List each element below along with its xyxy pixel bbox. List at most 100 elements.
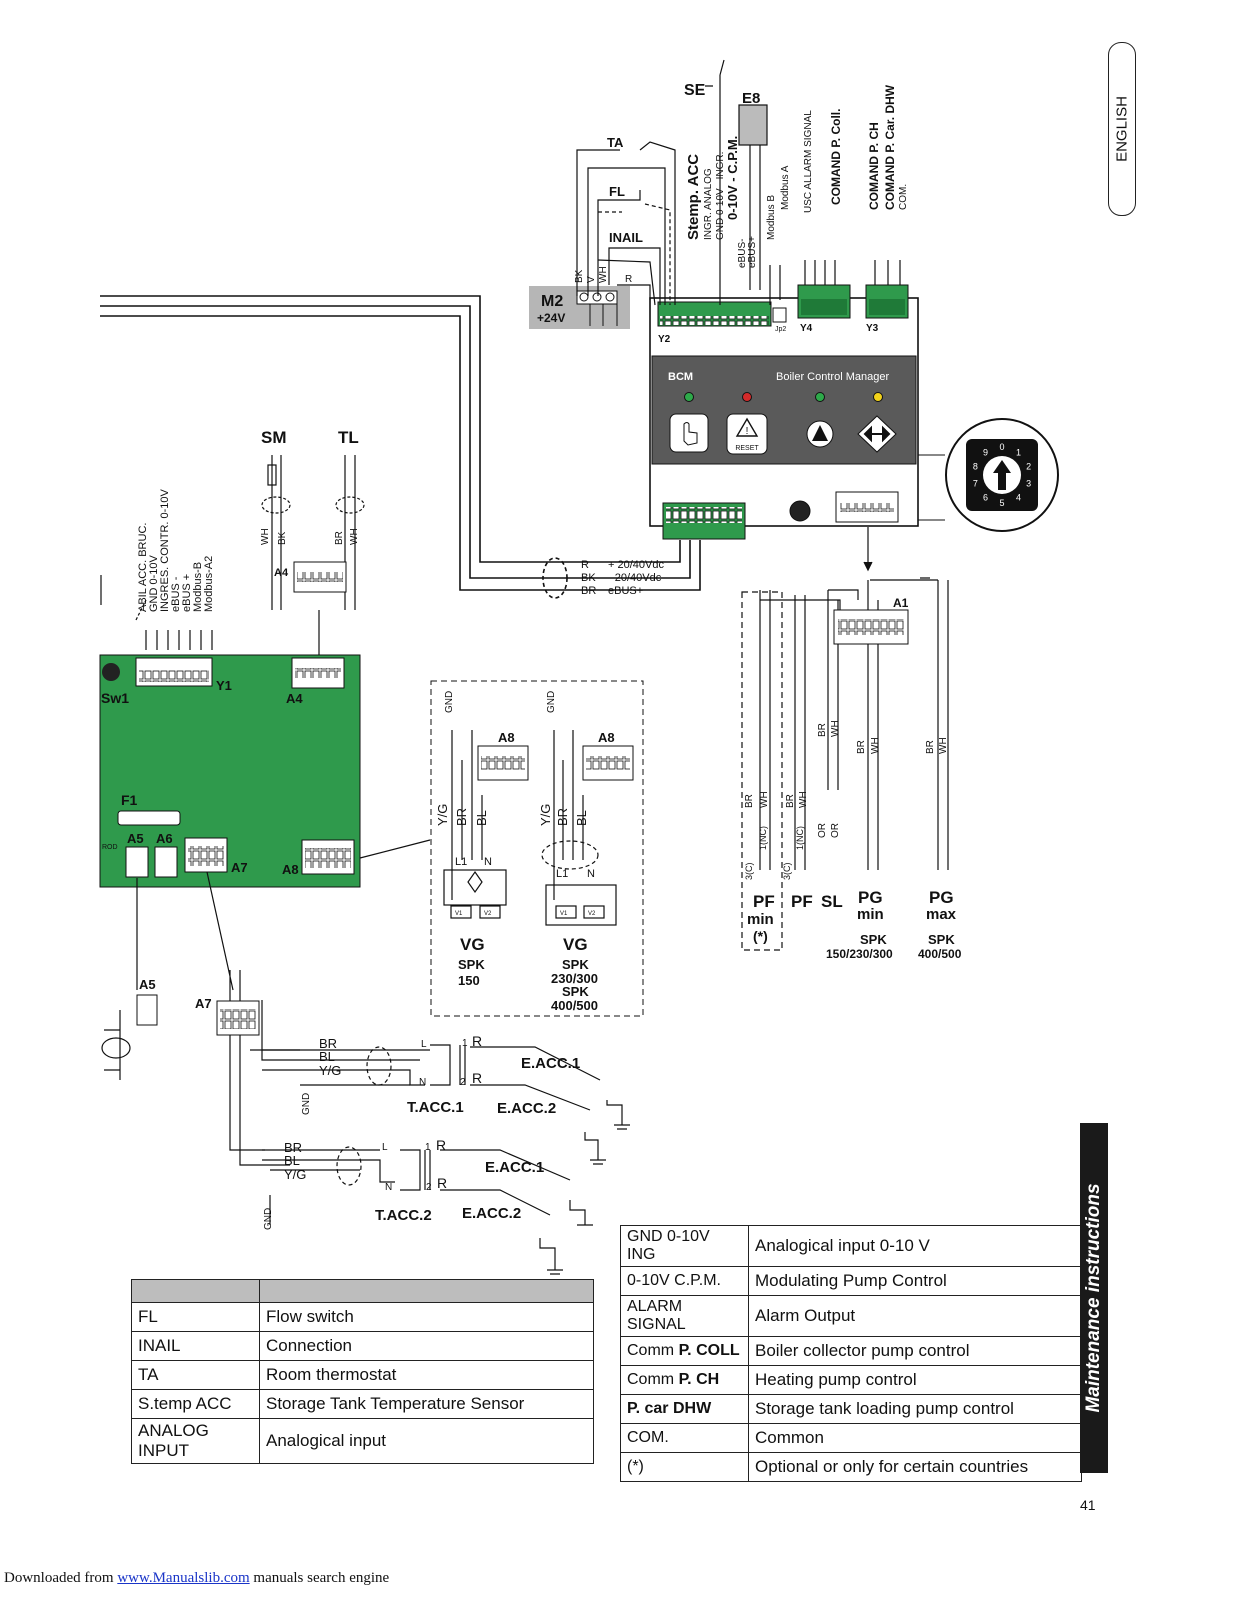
- a5-label: A5: [127, 831, 144, 846]
- vg1-label: VG: [460, 935, 485, 954]
- bcm-subtitle: Boiler Control Manager: [776, 371, 889, 383]
- footer: Downloaded from www.Manualslib.com manua…: [4, 1570, 389, 1587]
- inail-label: INAIL: [609, 230, 643, 245]
- a8-label: A8: [282, 862, 299, 877]
- svg-text:BR: BR: [555, 808, 570, 826]
- legend-code: INAIL: [131, 1331, 260, 1361]
- rotary-digit: 6: [983, 493, 988, 503]
- svg-text:R: R: [472, 1070, 482, 1086]
- a5-connector-lower: [136, 994, 158, 1026]
- svg-text:Y/G: Y/G: [538, 804, 553, 826]
- legend-description: Analogical input 0-10 V: [748, 1225, 1082, 1267]
- pg-max-spk: 400/500: [918, 947, 962, 961]
- ebus-plus-label: eBUS+: [747, 236, 758, 268]
- pg-min-spk: 150/230/300: [826, 947, 893, 961]
- pressure-switch-wiring: [741, 527, 949, 951]
- fl-label: FL: [609, 184, 625, 199]
- legend-code: S.temp ACC: [131, 1389, 260, 1419]
- m2-label: M2: [541, 293, 563, 310]
- legend-description: Analogical input: [259, 1418, 594, 1464]
- svg-text:BL: BL: [574, 810, 589, 826]
- svg-text:ROD: ROD: [102, 844, 118, 851]
- header-cell: [259, 1279, 594, 1303]
- m2-terminal: M2 +24V: [529, 286, 630, 329]
- svg-text:V1: V1: [455, 911, 463, 917]
- legend-description: Boiler collector pump control: [748, 1336, 1082, 1366]
- table-row: 0-10V C.P.M. Modulating Pump Control: [620, 1266, 1082, 1296]
- reset-button[interactable]: ! RESET: [726, 413, 768, 455]
- table-row: COM.Common: [620, 1423, 1082, 1453]
- vg2-size-2: 400/500: [551, 998, 598, 1013]
- legend-code-prefix: GND 0-10V ING: [627, 1228, 710, 1263]
- wire-r: R: [625, 274, 632, 285]
- legend-code: Comm P. COLL: [620, 1336, 749, 1366]
- wire-wh: WH: [598, 266, 609, 283]
- legend-description: Heating pump control: [748, 1365, 1082, 1395]
- legend-description: Common: [748, 1423, 1082, 1453]
- svg-text:BR: BR: [744, 794, 755, 808]
- legend-code-prefix: 0-10V C.P.M.: [627, 1272, 721, 1289]
- svg-text:BR: BR: [785, 794, 796, 808]
- rotary-digit: 8: [973, 461, 978, 471]
- comm-led-yellow: [873, 392, 883, 402]
- svg-text:N: N: [484, 856, 492, 868]
- svg-text:1(NC): 1(NC): [758, 826, 768, 850]
- bus-bk-label: BK: [581, 572, 596, 584]
- hand-button[interactable]: [669, 413, 709, 453]
- ingres-label: INGRES. CONTR. 0-10V: [159, 488, 171, 612]
- legend-description: Optional or only for certain countries: [748, 1452, 1082, 1482]
- rotary-digit: 4: [1016, 493, 1021, 503]
- svg-text:SPK: SPK: [928, 932, 955, 947]
- bcm-rotary-switch[interactable]: [789, 500, 811, 522]
- tl-label: TL: [338, 428, 359, 447]
- legend-description: Modulating Pump Control: [748, 1266, 1082, 1296]
- ignition-wiring: [101, 871, 630, 1275]
- gas-valve-box: [430, 680, 644, 1017]
- pump-led-green: [815, 392, 825, 402]
- se-label: SE: [684, 82, 706, 99]
- legend-code: Comm P. CH: [620, 1365, 749, 1395]
- svg-text:OR: OR: [817, 823, 828, 838]
- svg-text:A8: A8: [498, 730, 515, 745]
- legend-code-bold: P. car DHW: [627, 1400, 712, 1417]
- main-pcb: Sw1 Y1 A4 F1 A5 A6 ROD A7 A8: [99, 654, 361, 888]
- legend-code: 0-10V C.P.M.: [620, 1266, 749, 1296]
- language-tab[interactable]: ENGLISH: [1108, 42, 1136, 216]
- eacc2-label-a: E.ACC.2: [497, 1100, 556, 1117]
- bcm-controller: BCM Boiler Control Manager ! RESET Y2 Jp: [649, 284, 919, 540]
- pump-icon: [806, 420, 834, 448]
- legend-code-prefix: ALARM SIGNAL: [627, 1298, 686, 1333]
- gnd010-label: GND 0-10V: [148, 554, 160, 612]
- ebus-p-label: eBUS +: [181, 574, 193, 612]
- svg-text:min: min: [857, 906, 884, 923]
- rotary-digit: 3: [1026, 479, 1031, 489]
- svg-text:BR: BR: [925, 740, 936, 754]
- legend-code: P. car DHW: [620, 1394, 749, 1424]
- svg-text:GND: GND: [301, 1093, 312, 1115]
- main-bus-wires: [100, 295, 701, 599]
- eacc1-label-b: E.ACC.1: [485, 1159, 544, 1176]
- e8-label: E8: [742, 90, 760, 107]
- svg-text:max: max: [926, 906, 957, 923]
- section-title: Maintenance instructions: [1083, 1183, 1104, 1413]
- svg-text:OR: OR: [830, 823, 841, 838]
- a4-label: A4: [286, 691, 303, 706]
- legend-description: Alarm Output: [748, 1295, 1082, 1337]
- svg-text:SPK: SPK: [860, 932, 887, 947]
- svg-text:BK: BK: [277, 531, 288, 545]
- svg-text:WH: WH: [870, 737, 881, 754]
- svg-text:!: !: [746, 426, 749, 437]
- svg-text:3(C): 3(C): [744, 862, 754, 880]
- sm-tl-wiring: [261, 455, 365, 660]
- status-led-green: [684, 392, 694, 402]
- footer-link[interactable]: www.Manualslib.com: [117, 1570, 250, 1586]
- ingr-analog-label: INGR. ANALOG: [703, 168, 714, 240]
- eacc2-label-b: E.ACC.2: [462, 1205, 521, 1222]
- table-row: GND 0-10V ING Analogical input 0-10 V: [620, 1225, 1082, 1267]
- svg-text:GND: GND: [546, 691, 557, 713]
- table-row: (*)Optional or only for certain countrie…: [620, 1452, 1082, 1482]
- ta-label: TA: [607, 135, 624, 150]
